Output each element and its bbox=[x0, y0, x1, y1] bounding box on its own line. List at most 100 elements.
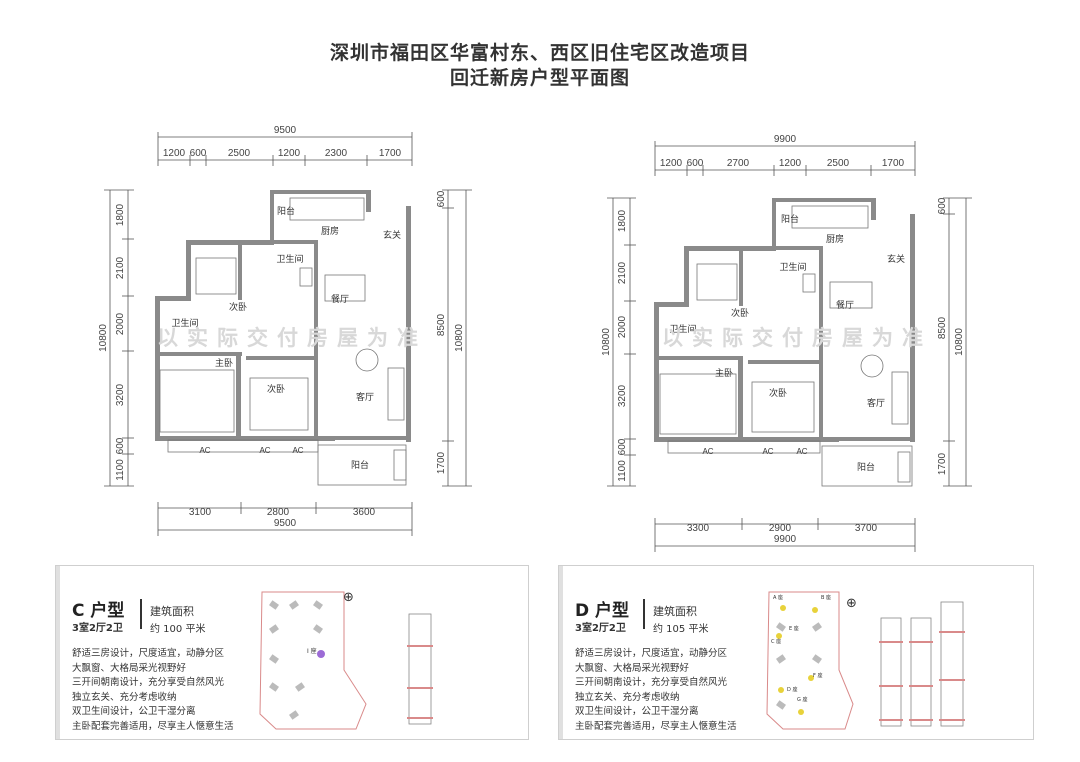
area-label: 建筑面积 bbox=[150, 605, 194, 618]
site-marker: B 座 bbox=[821, 595, 832, 601]
site-marker: D 座 bbox=[787, 687, 798, 693]
dim-bottom: 3700 bbox=[855, 523, 878, 534]
feature-item: 双卫生间设计，公卫干湿分离 bbox=[575, 706, 699, 717]
room-label: 餐厅 bbox=[331, 293, 349, 304]
dim-top: 1700 bbox=[882, 158, 905, 169]
room-label: 阳台 bbox=[781, 213, 799, 224]
feature-item: 主卧配套完善适用，尽享主人惬意生活 bbox=[575, 720, 737, 732]
dim-right: 8500 bbox=[436, 313, 447, 336]
room-label: 阳台 bbox=[857, 461, 875, 472]
site-marker: E 座 bbox=[789, 626, 799, 632]
watermark-c: 以实际交付房屋为准 bbox=[157, 326, 427, 350]
room-label: 卫生间 bbox=[779, 261, 806, 272]
north-icon: ⊕ bbox=[343, 590, 354, 605]
dim-bottom: 2900 bbox=[769, 523, 792, 534]
walls bbox=[654, 198, 915, 442]
feature-item: 三开间朝南设计，充分享受自然风光 bbox=[575, 677, 728, 688]
dim-bottom: 3100 bbox=[189, 507, 212, 518]
watermark-d: 以实际交付房屋为准 bbox=[662, 326, 932, 350]
area-label: 建筑面积 bbox=[653, 605, 697, 618]
ac-label: AC bbox=[702, 447, 713, 456]
dim-top: 1200 bbox=[779, 158, 802, 169]
dim-left: 3200 bbox=[115, 383, 126, 406]
room-label: 厨房 bbox=[321, 225, 339, 236]
feature-item: 双卫生间设计，公卫干湿分离 bbox=[72, 706, 196, 717]
room-label: 卫生间 bbox=[171, 317, 198, 328]
area-value: 约 100 平米 bbox=[150, 624, 206, 635]
dim-right: 1700 bbox=[937, 452, 948, 475]
dim-bottom: 3300 bbox=[687, 523, 710, 534]
room-count: 3室2厅2卫 bbox=[72, 623, 123, 634]
dim-top: 1200 bbox=[278, 148, 301, 159]
dim-left: 1800 bbox=[115, 203, 126, 226]
dim-right-total: 10800 bbox=[954, 328, 965, 356]
dim-left: 2000 bbox=[617, 315, 628, 338]
site-plan-d bbox=[766, 591, 854, 730]
feature-item: 舒适三房设计，尺度适宜，动静分区 bbox=[575, 648, 728, 659]
dim-left: 2100 bbox=[115, 256, 126, 279]
feature-list: 舒适三房设计，尺度适宜，动静分区 大飘窗、大格局采光视野好 三开间朝南设计，充分… bbox=[72, 647, 234, 734]
feature-item: 独立玄关、充分考虑收纳 bbox=[72, 691, 177, 703]
room-label: 玄关 bbox=[887, 253, 905, 264]
dim-top: 2500 bbox=[228, 148, 251, 159]
ac-label: AC bbox=[199, 446, 210, 455]
dim-top: 1700 bbox=[379, 148, 402, 159]
dim-top: 600 bbox=[687, 158, 704, 169]
site-marker: G 座 bbox=[797, 697, 808, 703]
dim-bottom: 2800 bbox=[267, 507, 290, 518]
dim-left: 600 bbox=[617, 438, 628, 455]
fixtures bbox=[159, 197, 407, 486]
section-diagram-d bbox=[879, 601, 965, 727]
feature-item: 大飘窗、大格局采光视野好 bbox=[575, 662, 690, 674]
room-label: 阳台 bbox=[277, 205, 295, 216]
page-subtitle: 回迁新房户型平面图 bbox=[449, 67, 630, 89]
ac-label: AC bbox=[259, 446, 270, 455]
site-plan-c bbox=[259, 591, 367, 730]
dim-top: 2300 bbox=[325, 148, 348, 159]
dim-left-total: 10800 bbox=[98, 324, 109, 352]
dim-left-total: 10800 bbox=[601, 328, 612, 356]
dim-left: 1100 bbox=[617, 460, 628, 482]
divider bbox=[643, 599, 645, 629]
site-marker: C 座 bbox=[771, 639, 782, 645]
dim-left: 600 bbox=[115, 437, 126, 454]
dim-left: 1800 bbox=[617, 209, 628, 232]
dim-top-total: 9500 bbox=[274, 125, 297, 136]
room-label: 次卧 bbox=[229, 301, 247, 312]
room-label: 卫生间 bbox=[276, 253, 303, 264]
fixtures bbox=[659, 205, 913, 487]
dim-top: 600 bbox=[190, 148, 207, 159]
room-label: 次卧 bbox=[769, 387, 787, 398]
ac-label: AC bbox=[762, 447, 773, 456]
dim-top: 1200 bbox=[660, 158, 683, 169]
unit-type: C 户型 bbox=[72, 601, 125, 621]
ac-label: AC bbox=[292, 446, 303, 455]
dim-left: 3200 bbox=[617, 384, 628, 407]
room-label: 主卧 bbox=[715, 367, 733, 378]
unit-type: D 户型 bbox=[575, 601, 630, 621]
room-label: 主卧 bbox=[215, 357, 233, 368]
dim-right-total: 10800 bbox=[454, 324, 465, 352]
room-label: 客厅 bbox=[356, 391, 374, 402]
dim-bottom-total: 9500 bbox=[274, 518, 297, 529]
room-label: 餐厅 bbox=[836, 299, 854, 310]
dim-right: 600 bbox=[937, 197, 948, 214]
dim-top: 1200 bbox=[163, 148, 186, 159]
room-count: 3室2厅2卫 bbox=[575, 623, 626, 634]
unit-card-d: D 户型 3室2厅2卫 建筑面积 约 105 平米 舒适三房设计，尺度适宜，动静… bbox=[558, 565, 1034, 740]
dim-top: 2700 bbox=[727, 158, 750, 169]
room-label: 卫生间 bbox=[669, 323, 696, 334]
dim-bottom: 3600 bbox=[353, 507, 376, 518]
walls bbox=[155, 190, 411, 442]
dim-right: 1700 bbox=[436, 451, 447, 474]
site-marker: I 座 bbox=[307, 648, 317, 655]
divider bbox=[140, 599, 142, 629]
ac-label: AC bbox=[796, 447, 807, 456]
room-label: 玄关 bbox=[383, 229, 401, 240]
room-label: 次卧 bbox=[267, 383, 285, 394]
page-title: 深圳市福田区华富村东、西区旧住宅区改造项目 bbox=[329, 42, 750, 64]
feature-item: 舒适三房设计，尺度适宜，动静分区 bbox=[72, 648, 225, 659]
dim-right: 8500 bbox=[937, 316, 948, 339]
room-label: 厨房 bbox=[826, 233, 844, 244]
